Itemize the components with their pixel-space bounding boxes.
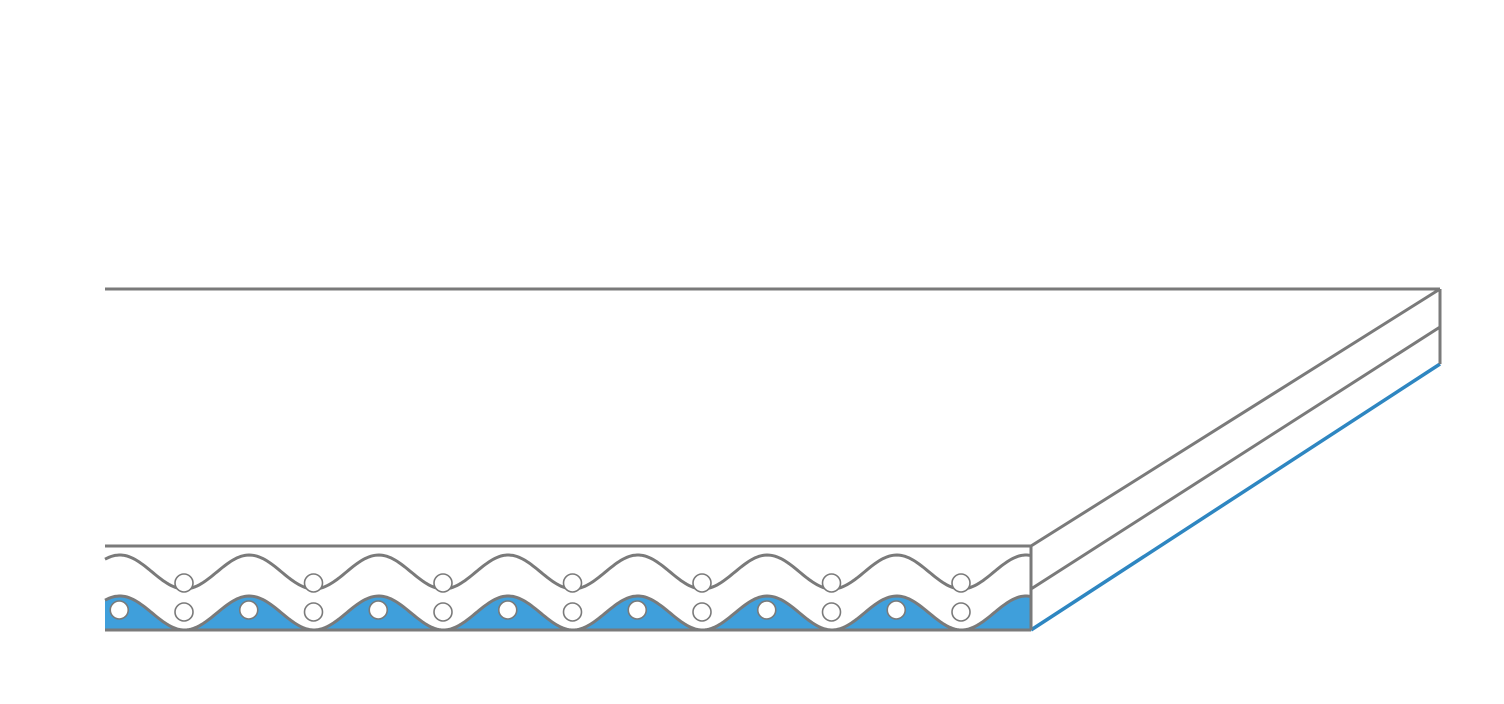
warp-yarn-blue <box>174 602 194 622</box>
warp-yarn-lower <box>368 600 389 620</box>
warp-yarn-lower <box>756 600 777 620</box>
warp-yarn-upper <box>303 573 324 593</box>
warp-yarn-blue <box>433 602 453 622</box>
warp-yarn-upper <box>562 573 583 593</box>
warp-yarn-upper <box>433 573 453 593</box>
warp-yarn-upper <box>951 573 971 593</box>
warp-yarn-upper <box>692 573 712 593</box>
warp-yarns <box>109 573 971 622</box>
side-top-diagonal <box>1030 287 1441 548</box>
side-bottom-diagonal <box>1030 362 1441 632</box>
warp-yarn-lower <box>627 600 648 620</box>
warp-yarn-blue <box>562 602 583 622</box>
warp-yarn-lower <box>497 600 518 620</box>
warp-yarn-lower <box>886 600 907 620</box>
warp-yarn-upper <box>821 573 842 593</box>
warp-yarn-blue <box>951 602 971 622</box>
side-middle-diagonal <box>1030 325 1441 591</box>
warp-yarn-blue <box>692 602 712 622</box>
warp-yarn-blue <box>303 602 324 622</box>
warp-yarn-upper <box>174 573 194 593</box>
warp-yarn-blue <box>821 602 842 622</box>
warp-yarn-lower <box>109 600 130 620</box>
warp-yarn-lower <box>238 600 259 620</box>
belt-top-surface <box>105 289 1440 546</box>
